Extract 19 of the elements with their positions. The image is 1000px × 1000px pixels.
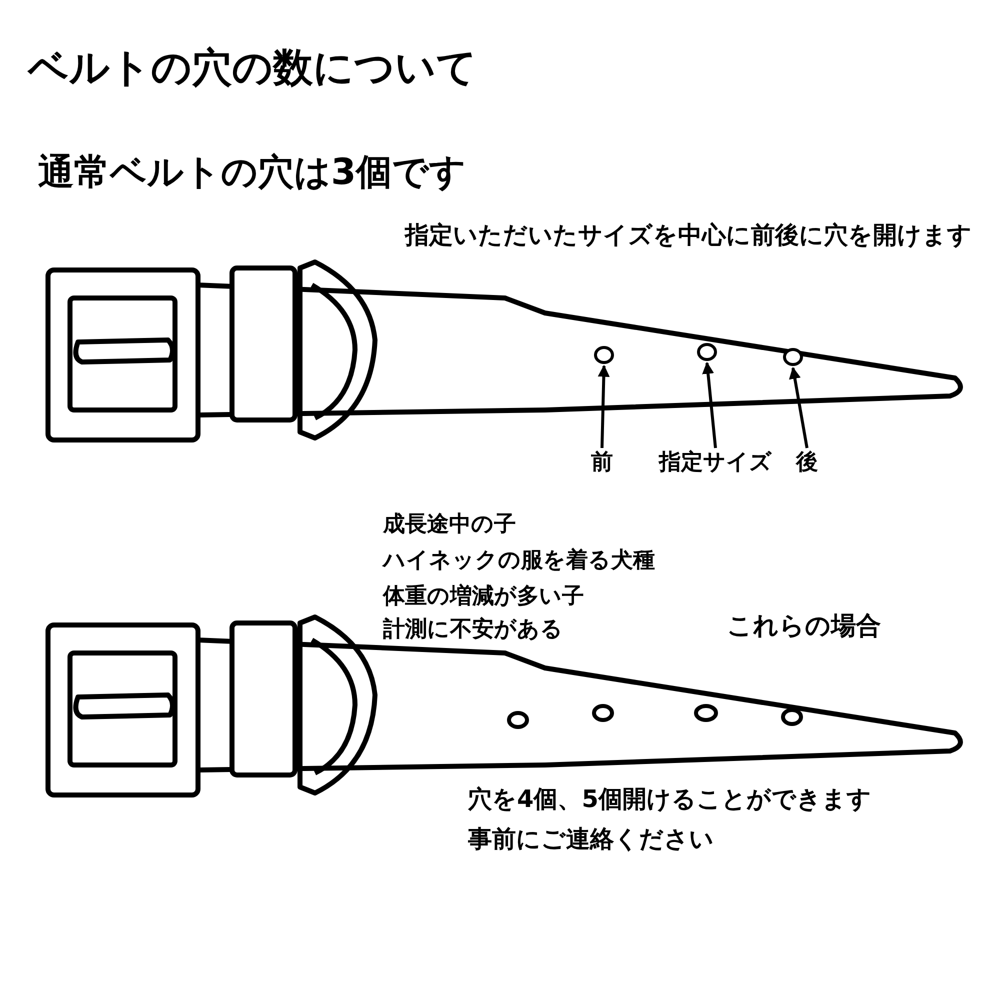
subheading: 通常ベルトの穴は3個です: [38, 152, 466, 194]
belt-hole: [783, 348, 803, 366]
note: 穴を4個、5個開けることができます: [468, 786, 872, 814]
title: ベルトの穴の数について: [28, 45, 477, 91]
list-item: 成長途中の子: [383, 512, 516, 538]
list-item: ハイネックの服を着る犬種: [383, 548, 655, 574]
note: これらの場合: [727, 612, 881, 641]
note: 事前にご連絡ください: [468, 826, 714, 854]
hole-label: 指定サイズ: [659, 450, 772, 476]
leader-line: [788, 366, 808, 448]
leader-line: [702, 362, 717, 448]
list-item: 体重の増減が多い子: [383, 584, 584, 610]
list-item: 計測に不安がある: [383, 617, 563, 642]
belt-hole: [697, 343, 717, 361]
hole-label: 前: [591, 450, 613, 476]
leader-line: [598, 364, 610, 448]
note: 指定いただいたサイズを中心に前後に穴を開けます: [405, 222, 972, 250]
belt-hole: [594, 346, 614, 364]
hole-label: 後: [796, 450, 818, 476]
